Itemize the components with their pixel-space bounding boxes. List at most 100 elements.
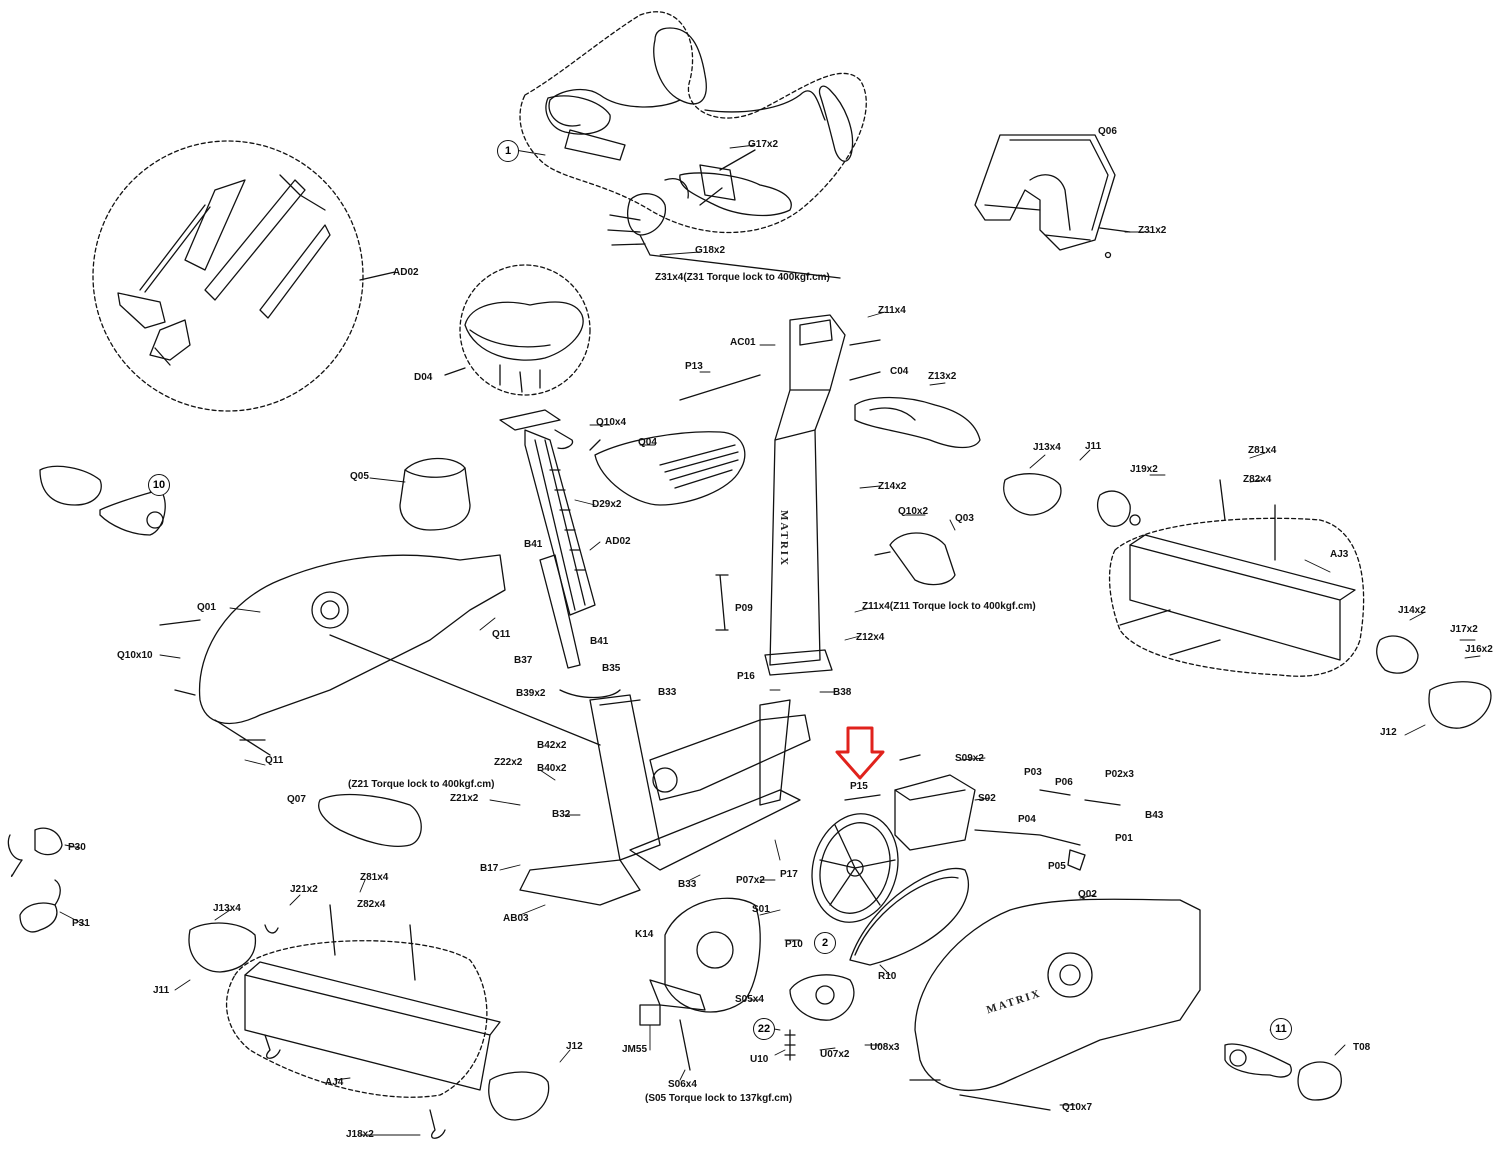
label-p03: P03 [1024,767,1042,778]
callout-2: 2 [814,932,836,954]
label-q07: Q07 [287,794,306,805]
label-z13x2: Z13x2 [928,371,957,382]
label-q11-a: Q11 [492,629,511,640]
pulley-wheel [811,813,899,923]
label-s06x4: S06x4 [668,1079,697,1090]
label-ac01: AC01 [730,337,756,348]
callout-1: 1 [497,140,519,162]
label-aj4: AJ4 [325,1077,344,1088]
label-z12x4: Z12x4 [856,632,885,643]
label-s01: S01 [752,904,770,915]
label-p13: P13 [685,361,703,372]
label-q04: Q04 [638,437,657,448]
left-cover-q01 [159,554,506,756]
controller-s02 [844,754,1121,871]
label-s02: S02 [978,793,996,804]
belt-r10 [849,867,970,966]
label-j16x2: J16x2 [1465,644,1493,655]
label-z22x2: Z22x2 [494,757,523,768]
seat-post [499,409,596,669]
label-j13x4-l: J13x4 [213,903,241,914]
cables-p30-p31 [7,827,63,933]
label-u10: U10 [750,1054,769,1065]
label-z11x4-note: Z11x4(Z11 Torque lock to 400kgf.cm) [862,601,1036,612]
label-z11x4: Z11x4 [878,305,906,316]
label-p16: P16 [737,671,755,682]
label-z82x4-l: Z82x4 [357,899,386,910]
label-k14: K14 [635,929,654,940]
main-frame [329,634,811,906]
handlebar-assembly [519,11,867,279]
highlight-arrow [835,726,885,780]
label-b33-b: B33 [678,879,697,890]
label-t08: T08 [1353,1042,1371,1053]
ad02-detail [92,140,396,412]
label-z81x4-r: Z81x4 [1248,445,1277,456]
q07-shroud [318,793,422,847]
front-stabilizer-aj4 [188,904,550,1139]
label-z81x4-l: Z81x4 [360,872,389,883]
tension-unit [784,974,855,1061]
label-u08x3: U08x3 [870,1042,900,1053]
label-j12-r: J12 [1380,727,1397,738]
label-d29x2: D29x2 [592,499,622,510]
label-z31x2: Z31x2 [1138,225,1167,236]
label-q03: Q03 [955,513,974,524]
label-j13x4-r: J13x4 [1033,442,1061,453]
label-q10x7: Q10x7 [1062,1102,1093,1113]
label-j21x2: J21x2 [290,884,318,895]
q05-cup [399,457,471,531]
label-p01: P01 [1115,833,1133,844]
label-b38: B38 [833,687,852,698]
label-b33-a: B33 [658,687,677,698]
label-s05x4: S05x4 [735,994,764,1005]
label-z82x4-r: Z82x4 [1243,474,1272,485]
label-q11-b: Q11 [265,755,284,766]
label-p07x2: P07x2 [736,875,765,886]
q03-part [874,532,956,586]
label-z31x4-note: Z31x4(Z31 Torque lock to 400kgf.cm) [655,272,830,283]
left-pedal [39,465,166,536]
label-p06: P06 [1055,777,1073,788]
label-z21x2: Z21x2 [450,793,479,804]
label-p30: P30 [68,842,86,853]
c04-part [854,396,981,449]
label-ad02-mid: AD02 [605,536,631,547]
label-b40x2: B40x2 [537,763,567,774]
label-b41-b: B41 [590,636,609,647]
label-b17: B17 [480,863,499,874]
callout-10: 10 [148,474,170,496]
rear-stabilizer-aj3 [1003,473,1492,729]
label-j12-l: J12 [566,1041,583,1052]
label-j18x2: J18x2 [346,1129,374,1140]
label-b37: B37 [514,655,533,666]
label-z14x2: Z14x2 [878,481,907,492]
right-cover-q02 [909,898,1201,1111]
label-q05: Q05 [350,471,369,482]
callout-11: 11 [1270,1018,1292,1040]
main-column-ac01 [679,314,881,676]
flywheel-assembly [639,897,761,1071]
label-d04: D04 [414,372,433,383]
label-c04: C04 [890,366,909,377]
label-p15: P15 [850,781,868,792]
label-jm55: JM55 [622,1044,648,1055]
label-p02x3: P02x3 [1105,769,1134,780]
label-j17x2: J17x2 [1450,624,1478,635]
label-ad02-top: AD02 [393,267,419,278]
label-j11-r: J11 [1085,441,1102,452]
label-z21-note: (Z21 Torque lock to 400kgf.cm) [348,779,495,790]
label-s09x2: S09x2 [955,753,984,764]
label-aj3: AJ3 [1330,549,1349,560]
label-j14x2: J14x2 [1398,605,1426,616]
label-j11-l: J11 [153,985,170,996]
label-q01: Q01 [197,602,216,613]
label-g17x2: G17x2 [748,139,779,150]
saddle-d04 [444,264,591,396]
label-u07x2: U07x2 [820,1049,850,1060]
label-p05: P05 [1048,861,1066,872]
q04-console [589,431,746,506]
label-j19x2: J19x2 [1130,464,1158,475]
label-b41-a: B41 [524,539,543,550]
